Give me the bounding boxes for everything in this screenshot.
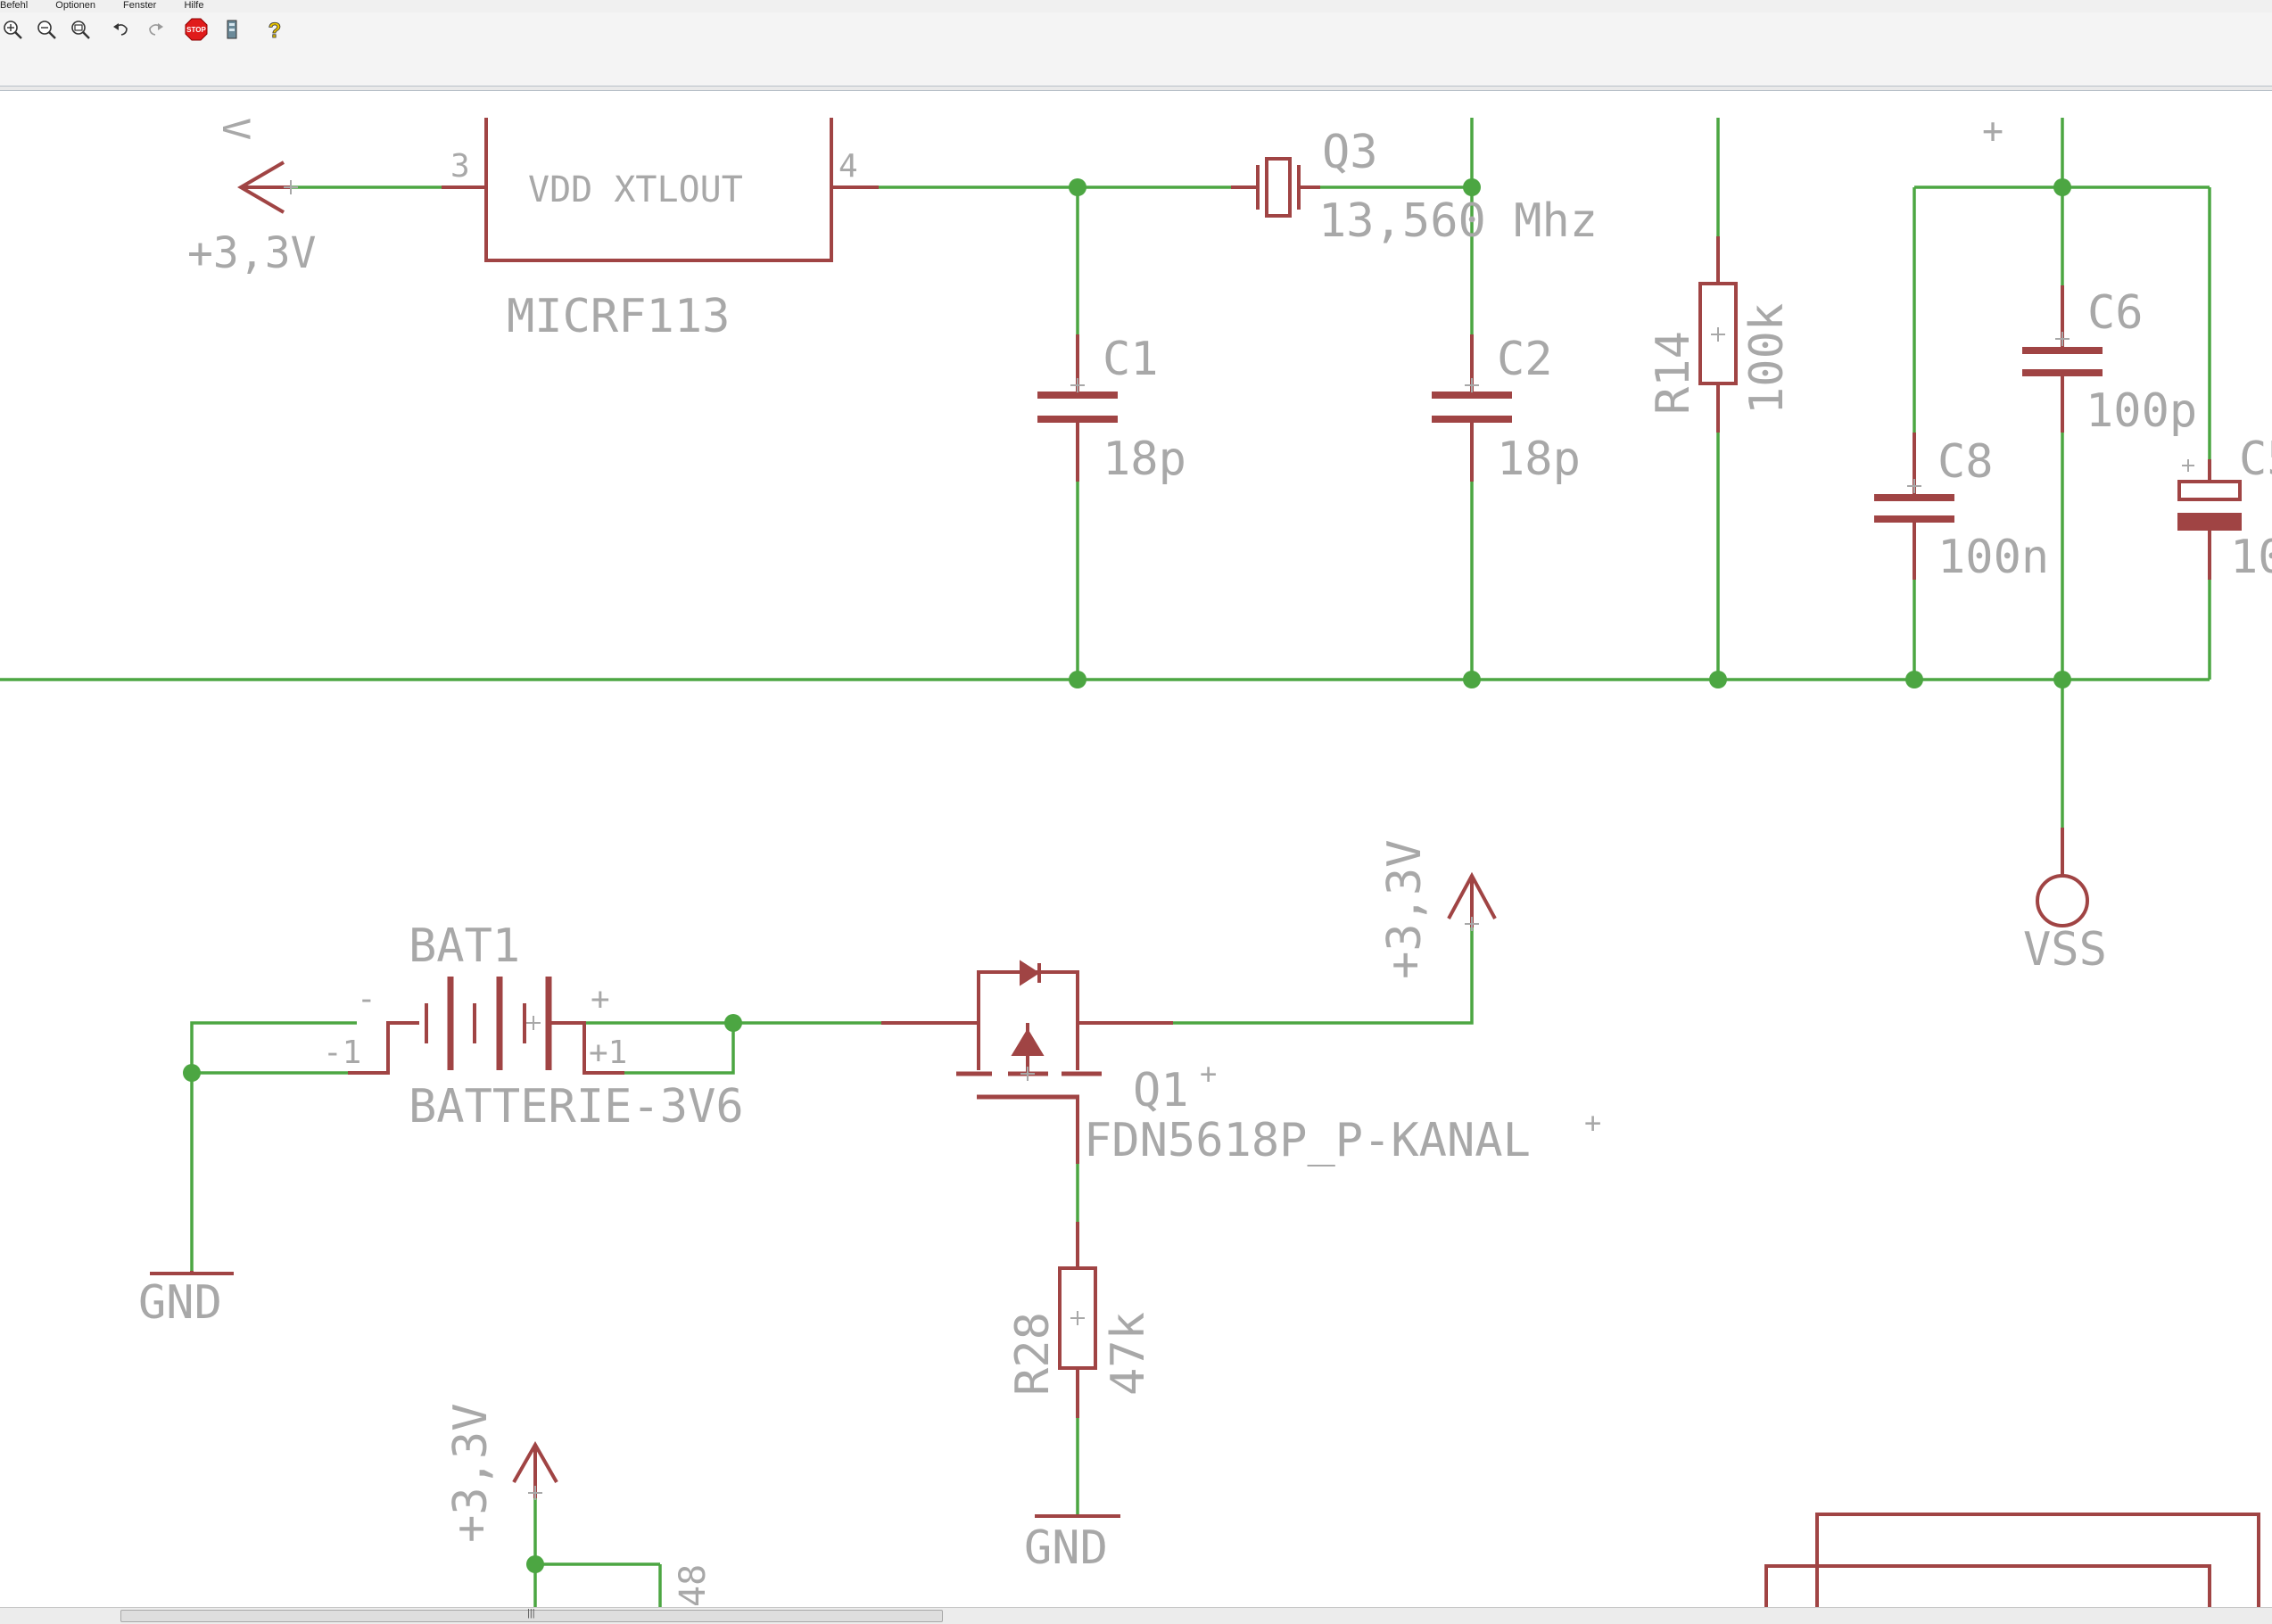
ic-micrf113[interactable] xyxy=(442,118,879,262)
labels: V +3,3V 3 4 VDD XTLOUT MICRF113 Q3 13,56… xyxy=(138,111,2272,1607)
junction xyxy=(526,1555,544,1573)
junction xyxy=(1463,178,1481,196)
label-plus-top: + xyxy=(1982,111,2003,152)
label-q1-value: FDN5618P_P-KANAL xyxy=(1084,1114,1531,1167)
toolbar: STOP ? xyxy=(0,12,2272,54)
junction xyxy=(183,1064,201,1082)
label-ic-pins: VDD XTLOUT xyxy=(528,169,743,210)
label-supply-top-left: +3,3V xyxy=(187,228,317,278)
vss-symbol[interactable] xyxy=(2036,828,2089,927)
redo-button[interactable] xyxy=(143,18,168,41)
junction xyxy=(1463,671,1481,688)
junction xyxy=(1709,671,1727,688)
junctions xyxy=(183,178,2071,1573)
menu-item-hilfe[interactable]: Hilfe xyxy=(184,0,204,11)
label-r14: R14 xyxy=(1647,331,1700,415)
undo-icon xyxy=(113,23,128,36)
label-r14-value: 100k xyxy=(1740,303,1794,415)
label-gnd-center: GND xyxy=(1024,1521,1108,1575)
label-q3: Q3 xyxy=(1322,126,1378,179)
junction xyxy=(1905,671,1923,688)
zoom-fit-button[interactable] xyxy=(68,18,93,41)
label-bat-plus: + xyxy=(591,981,610,1018)
stop-icon-label: STOP xyxy=(186,26,206,34)
label-bat-pin-plus: +1 xyxy=(589,1035,627,1071)
label-c5: C5 xyxy=(2239,433,2272,486)
schematic-canvas[interactable]: V +3,3V 3 4 VDD XTLOUT MICRF113 Q3 13,56… xyxy=(0,91,2272,1607)
menu-item-befehl[interactable]: Befehl xyxy=(0,0,29,11)
scrollbar-thumb[interactable]: ||| xyxy=(120,1608,943,1622)
menubar: Befehl Optionen Fenster Hilfe xyxy=(0,0,2272,13)
label-c8: C8 xyxy=(1937,435,1994,489)
label-c8-value: 100n xyxy=(1937,531,2049,584)
menu-item-optionen[interactable]: Optionen xyxy=(55,0,95,11)
run-script-button[interactable] xyxy=(219,18,244,41)
secondary-toolbar xyxy=(0,54,2272,86)
junction xyxy=(1069,178,1086,196)
redo-icon xyxy=(149,23,163,36)
zoom-out-icon xyxy=(37,21,56,39)
stop-button[interactable]: STOP xyxy=(184,18,209,41)
junction xyxy=(2053,671,2071,688)
resistor-r28[interactable] xyxy=(1058,1222,1097,1418)
label-supply-lower-left: +3,3V xyxy=(444,1403,498,1543)
capacitor-c5[interactable] xyxy=(2177,459,2242,580)
gnd-symbol-left[interactable] xyxy=(150,1271,234,1275)
junction xyxy=(1069,671,1086,688)
junction xyxy=(724,1014,742,1032)
horizontal-scrollbar[interactable]: ||| xyxy=(0,1607,2272,1624)
label-r28-value: 47k xyxy=(1102,1312,1155,1396)
label-bat1: BAT1 xyxy=(409,919,520,973)
label-supply-center: +3,3V xyxy=(1378,839,1432,979)
scrollbar-grip: ||| xyxy=(527,1608,535,1619)
label-c6-value: 100p xyxy=(2086,384,2197,438)
label-q1-value-plus: + xyxy=(1584,1106,1601,1140)
help-icon: ? xyxy=(268,19,282,41)
supply-arrow-top-left[interactable] xyxy=(237,161,290,214)
partial-component-bottom-right[interactable] xyxy=(1764,1513,2260,1607)
wire xyxy=(624,1023,735,1075)
label-pin-3: 3 xyxy=(450,148,470,185)
menu-item-fenster[interactable]: Fenster xyxy=(123,0,157,11)
wires xyxy=(0,118,2211,1607)
zoom-out-button[interactable] xyxy=(34,18,59,41)
wire xyxy=(1173,927,1474,1025)
label-partial: 48 xyxy=(673,1564,714,1607)
svg-text:?: ? xyxy=(269,19,282,41)
label-gnd-left: GND xyxy=(138,1276,222,1330)
toolbar-separator xyxy=(0,86,2272,91)
stop-icon: STOP xyxy=(185,18,208,41)
label-supply-rot: V xyxy=(214,118,258,140)
mosfet-q1[interactable] xyxy=(881,960,1173,1164)
label-bat-pin-minus: -1 xyxy=(323,1035,361,1071)
script-icon xyxy=(227,20,237,39)
origin-markers xyxy=(284,180,2194,1500)
label-c5-value: 10 xyxy=(2230,531,2272,584)
label-vss: VSS xyxy=(2023,923,2107,977)
label-c6: C6 xyxy=(2087,286,2144,340)
label-r28: R28 xyxy=(1006,1312,1060,1396)
label-pin-4: 4 xyxy=(839,148,858,185)
parts xyxy=(150,118,2260,1607)
battery-bat1[interactable] xyxy=(348,977,624,1075)
crystal-q3[interactable] xyxy=(1231,157,1320,218)
label-c1-value: 18p xyxy=(1103,433,1186,486)
zoom-in-icon xyxy=(4,21,22,39)
label-bat-value: BATTERIE-3V6 xyxy=(409,1080,744,1134)
label-bat-minus: - xyxy=(357,981,376,1018)
zoom-in-button[interactable] xyxy=(0,18,25,41)
junction xyxy=(2053,178,2071,196)
label-q1-plus: + xyxy=(1200,1057,1217,1091)
zoom-fit-icon xyxy=(71,21,90,39)
label-ic-name: MICRF113 xyxy=(507,290,730,343)
label-c2: C2 xyxy=(1497,333,1553,386)
label-c1: C1 xyxy=(1103,333,1159,386)
label-q1: Q1 xyxy=(1133,1064,1189,1117)
wire xyxy=(190,1021,357,1271)
undo-button[interactable] xyxy=(109,18,134,41)
label-c2-value: 18p xyxy=(1497,433,1581,486)
label-q3-value: 13,560 Mhz xyxy=(1318,194,1598,248)
resistor-r14[interactable] xyxy=(1698,236,1738,433)
help-button[interactable]: ? xyxy=(262,18,287,41)
